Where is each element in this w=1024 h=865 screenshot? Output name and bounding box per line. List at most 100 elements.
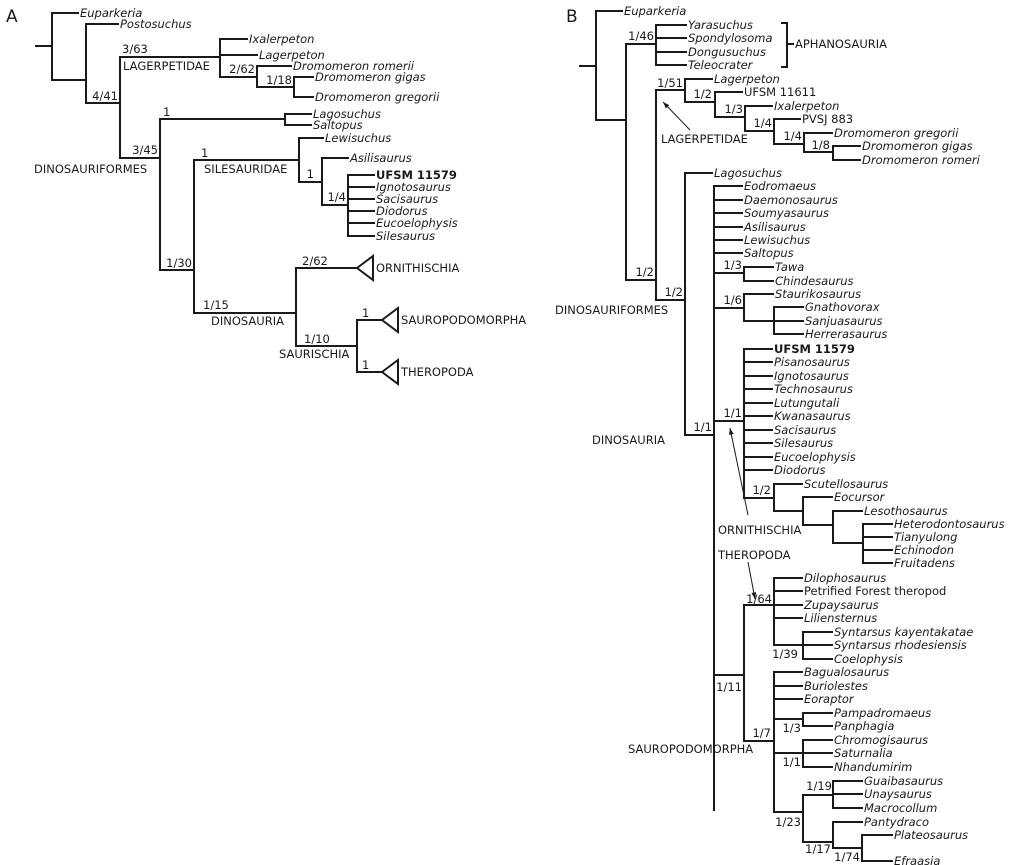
taxon-label: Gnathovorax [805, 300, 880, 314]
support-value: 1/7 [752, 726, 771, 740]
taxon-label: Dongusuchus [688, 45, 766, 59]
support-value: 3/63 [122, 42, 148, 56]
support-value: 1/23 [775, 815, 801, 829]
taxon-label: Lutungutali [774, 396, 840, 410]
taxon-label: Zupaysaurus [803, 598, 879, 612]
taxon-label: Macrocollum [864, 801, 937, 815]
support-value: 1/19 [806, 779, 832, 793]
taxon-label: Postosuchus [120, 17, 192, 31]
taxon-label: Euparkeria [80, 6, 142, 20]
taxon-label: Coelophysis [834, 652, 903, 666]
taxon-label: Tawa [775, 260, 804, 274]
taxon-label: Syntarsus rhodesiensis [834, 638, 967, 652]
taxon-label: Lagosuchus [313, 107, 381, 121]
taxon-label: Saltopus [313, 118, 363, 132]
support-value: 1/1 [693, 420, 712, 434]
clade-label: ORNITHISCHIA [718, 523, 801, 537]
support-value: 1/15 [203, 298, 229, 312]
support-value: 1/74 [834, 850, 860, 864]
taxon-label: Pantydraco [864, 815, 929, 829]
support-value: 1 [362, 358, 369, 372]
taxon-label: Staurikosaurus [775, 287, 861, 301]
clade-label: THEROPODA [400, 365, 474, 379]
support-value: 2/62 [229, 62, 255, 76]
taxon-label: Teleocrater [688, 58, 754, 72]
support-value: 1/11 [716, 680, 742, 694]
support-value: 1/30 [166, 256, 192, 270]
support-value: 1/46 [628, 29, 654, 43]
clade-label: THEROPODA [717, 548, 791, 562]
taxon-label: Unaysaurus [864, 787, 932, 801]
taxon-label: Asilisaurus [743, 220, 806, 234]
taxon-label: UFSM 11579 [376, 168, 457, 182]
clade-label: ORNITHISCHIA [376, 261, 459, 275]
taxon-label: Saltopus [744, 246, 794, 260]
taxon-label: Chromogisaurus [834, 733, 928, 747]
taxon-label: Yarasuchus [688, 18, 753, 32]
arrowhead-icon [663, 102, 670, 109]
taxon-label: Silesaurus [376, 229, 435, 243]
taxon-label: Pisanosaurus [774, 355, 850, 369]
arrowhead-icon [751, 592, 757, 599]
taxon-label: Heterodontosaurus [894, 517, 1005, 531]
taxon-label: Eucoelophysis [774, 450, 856, 464]
support-value: 1 [163, 105, 170, 119]
arrowhead-icon [728, 428, 734, 435]
taxon-label: Petrified Forest theropod [804, 584, 946, 598]
support-value: 1/2 [635, 265, 654, 279]
taxon-label: Soumyasaurus [744, 206, 829, 220]
support-value: 1/2 [752, 483, 771, 497]
taxon-label: Eodromaeus [744, 179, 816, 193]
clade-label: DINOSAURIA [211, 314, 284, 328]
taxon-label: Sacisaurus [774, 423, 836, 437]
support-value: 1/39 [772, 647, 798, 661]
support-value: 1/3 [723, 258, 742, 272]
clade-label: DINOSAURIFORMES [555, 303, 668, 317]
taxon-label: Daemonosaurus [744, 193, 838, 207]
taxon-label: Dromomeron romerii [293, 59, 415, 73]
taxon-label: Guaibasaurus [864, 774, 943, 788]
support-value: 1/4 [783, 129, 802, 143]
taxon-label: Dromomeron gregorii [834, 126, 959, 140]
taxon-label: Eucoelophysis [376, 216, 458, 230]
support-value: 1/2 [664, 285, 683, 299]
clade-label: LAGERPETIDAE [661, 132, 748, 146]
support-value: 1/2 [693, 87, 712, 101]
taxon-label: Scutellosaurus [804, 477, 888, 491]
support-value: 1/4 [753, 116, 772, 130]
taxon-label: Dromomeron romeri [862, 153, 981, 167]
support-value: 1/17 [805, 842, 831, 856]
taxon-label: Echinodon [894, 543, 954, 557]
taxon-label: Lagerpeton [259, 48, 325, 62]
taxon-label: Efraasia [894, 854, 940, 865]
support-value: 1/18 [266, 73, 292, 87]
support-value: 1/10 [304, 332, 330, 346]
taxon-label: Pampadromaeus [834, 706, 931, 720]
support-value: 4/41 [92, 89, 118, 103]
tree-panel-b: B Euparkeria1/46YarasuchusSpondylosomaDo… [555, 4, 1005, 865]
taxon-label: Dromomeron gregorii [315, 90, 440, 104]
taxon-label: PVSJ 883 [802, 112, 853, 126]
taxon-label: Kwanasaurus [774, 409, 851, 423]
taxon-label: Liliensternus [804, 611, 877, 625]
taxon-label: Euparkeria [624, 4, 686, 18]
taxon-label: UFSM 11611 [744, 85, 816, 99]
taxon-label: UFSM 11579 [774, 342, 855, 356]
support-value: 1/1 [723, 406, 742, 420]
taxon-label: Sacisaurus [376, 192, 438, 206]
taxon-label: Saturnalia [834, 746, 893, 760]
taxon-label: Eocursor [834, 490, 886, 504]
taxon-label: Ignotosaurus [774, 369, 849, 383]
annotation-arrow [729, 427, 749, 516]
clade-label: SILESAURIDAE [204, 162, 287, 176]
support-value: 1 [201, 146, 208, 160]
taxon-label: Dilophosaurus [804, 571, 886, 585]
clade-label: SAURISCHIA [279, 347, 350, 361]
taxon-label: Buriolestes [804, 679, 868, 693]
taxon-label: Plateosaurus [894, 828, 968, 842]
taxon-label: Lagosuchus [714, 166, 782, 180]
taxon-label: Eoraptor [804, 692, 855, 706]
support-value: 1/8 [811, 138, 830, 152]
collapsed-clade-triangle [380, 358, 399, 386]
support-value: 1/6 [723, 293, 742, 307]
